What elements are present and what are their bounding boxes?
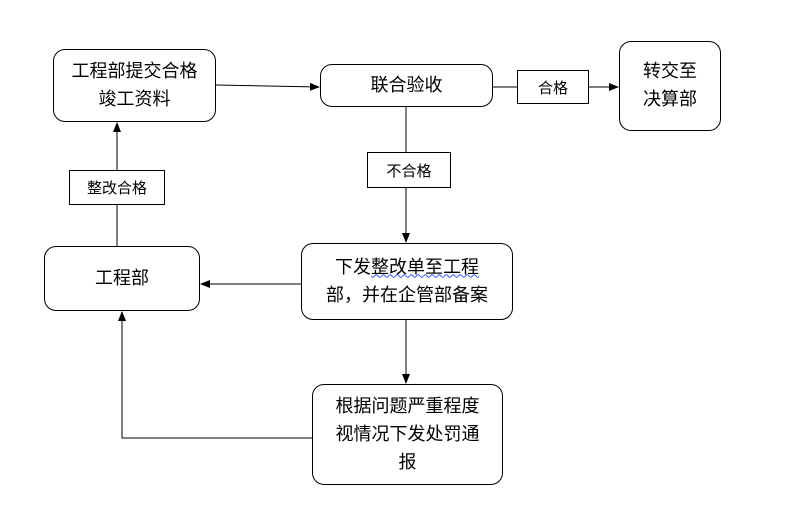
node-submit-documents: 工程部提交合格竣工资料 — [53, 49, 216, 122]
node-joint-acceptance-text: 联合验收 — [370, 74, 443, 96]
node-transfer-text: 转交至决算部 — [643, 61, 697, 110]
node-issue-rectification: 下发整改单至工程部，并在企管部备案 — [301, 243, 513, 320]
edge-label-fail: 不合格 — [367, 152, 451, 188]
node-submit-text: 工程部提交合格竣工资料 — [71, 60, 198, 110]
arrow-submit-to-acceptance — [215, 82, 320, 91]
issue-text-suffix: 部，并在企管部备案 — [326, 284, 488, 306]
arrow-penalty-to-engineering — [118, 311, 312, 439]
edge-label-rectified: 整改合格 — [69, 170, 165, 205]
edge-label-rectified-text: 整改合格 — [86, 179, 147, 197]
edge-label-fail-text: 不合格 — [386, 161, 432, 180]
node-penalty-text: 根据问题严重程度视情况下发处罚通报 — [335, 395, 480, 473]
edge-label-pass: 合格 — [517, 70, 589, 104]
node-engineering-dept: 工程部 — [44, 246, 200, 311]
node-issue-text: 下发整改单至工程部，并在企管部备案 — [326, 254, 488, 310]
node-joint-acceptance: 联合验收 — [320, 64, 493, 107]
node-engineering-text: 工程部 — [95, 267, 149, 289]
node-penalty-notice: 根据问题严重程度视情况下发处罚通报 — [312, 384, 503, 485]
node-transfer-to-settlement: 转交至决算部 — [619, 41, 721, 131]
edge-label-pass-text: 合格 — [537, 78, 568, 97]
issue-text-underlined: 整改单至工程 — [371, 256, 479, 278]
issue-text-prefix: 下发 — [335, 256, 371, 278]
